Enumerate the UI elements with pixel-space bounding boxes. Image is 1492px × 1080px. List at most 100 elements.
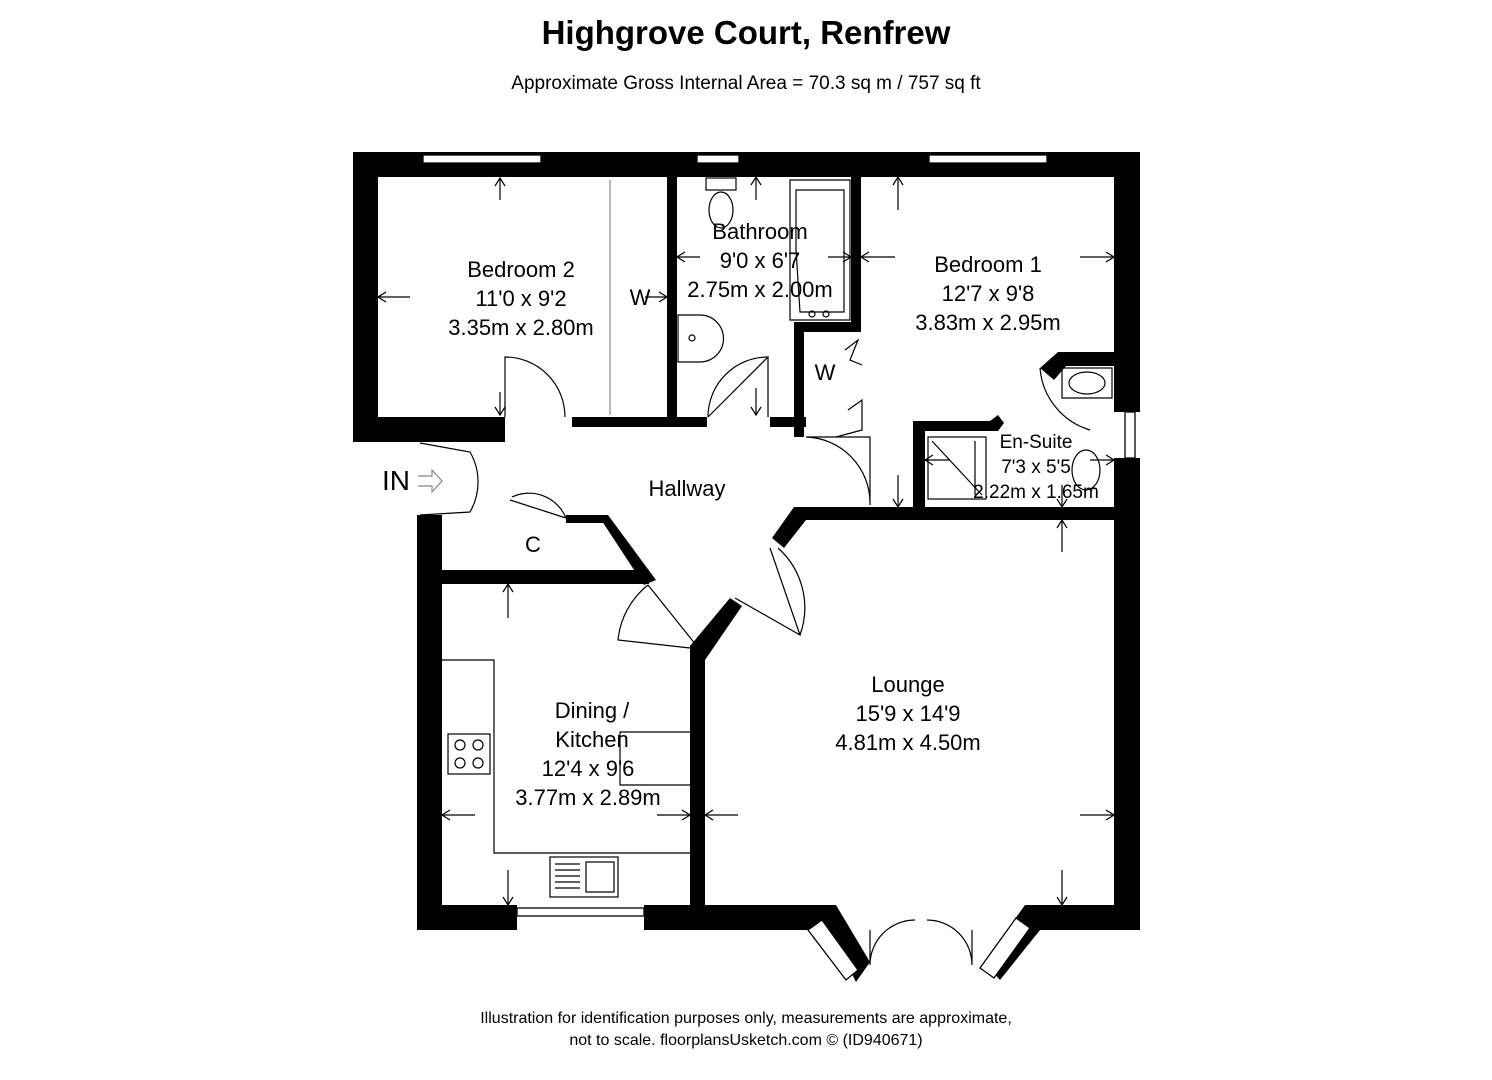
dim-lounge-right: [1080, 809, 1116, 821]
dim-kitchen-right: [657, 809, 692, 821]
window-bay-left: [807, 919, 859, 981]
bathtub: [789, 179, 851, 321]
cupboard-marker: C: [525, 532, 541, 557]
kitchen-drainer: [555, 863, 580, 889]
wall-bottom-mid: [644, 905, 824, 930]
dimension-arrows: [376, 175, 1116, 907]
fixtures: [418, 177, 1113, 898]
wall-bath-tub-bottom: [794, 322, 861, 332]
wall-bed2-bottom-left: [353, 417, 505, 442]
kitchen-name-line1: Dining /: [555, 698, 630, 723]
hob-ring-4: [472, 757, 484, 769]
shower-diagonal: [931, 440, 983, 496]
window-bed2: [422, 154, 542, 164]
gross-area-text: Approximate Gross Internal Area = 70.3 s…: [511, 73, 981, 94]
wall-top-right: [668, 152, 1140, 177]
wardrobe-bed2-marker: W: [630, 285, 651, 310]
wall-bed2-bottom-right: [572, 417, 707, 427]
window-bay-right: [979, 917, 1031, 979]
door-kitchen: [617, 584, 701, 651]
door-bed1: [805, 436, 871, 505]
dim-kitchen-bottom: [502, 870, 514, 907]
wall-kitchen-lounge-diag: [690, 598, 742, 660]
plan-title: Highgrove Court, Renfrew: [541, 14, 951, 51]
wall-cupboard-top: [566, 515, 606, 523]
toilet-bowl: [708, 191, 734, 229]
dim-bath-left: [675, 251, 700, 263]
dim-bed1-bottom: [892, 475, 904, 509]
dim-bath-top: [750, 175, 762, 200]
shower-tray: [927, 436, 987, 500]
disclaimer: Illustration for identification purposes…: [0, 1008, 1492, 1052]
door-bathroom: [707, 355, 769, 418]
ensuite-sink-bowl: [1068, 371, 1106, 395]
dim-bed1-top: [892, 175, 904, 210]
door-french-right: [926, 919, 973, 966]
window-ensuite: [1124, 411, 1136, 459]
window-bath: [696, 154, 740, 164]
dim-lounge-left: [703, 809, 738, 821]
hob-ring-1: [454, 739, 466, 751]
window-kitchen: [516, 907, 645, 917]
kitchen-sink-bowl: [585, 861, 615, 893]
hob-ring-2: [472, 739, 484, 751]
entrance-marker: IN: [382, 465, 410, 496]
bedroom1-metric: 3.83m x 2.95m: [915, 310, 1061, 335]
door-entrance: [419, 442, 479, 516]
dim-bath-bottom: [750, 388, 762, 417]
ensuite-sink: [1061, 367, 1113, 399]
wall-ensuite-right: [1114, 352, 1140, 412]
door-french-left: [869, 919, 916, 966]
dim-kitchen-top: [502, 582, 514, 618]
dim-ensuite-right: [1090, 454, 1116, 466]
dim-bed1-right: [1080, 251, 1116, 263]
door-wardrobe-bed1: [835, 338, 863, 438]
dim-lounge-top: [1056, 518, 1068, 552]
lounge-name: Lounge: [871, 672, 944, 697]
disclaimer-line2: not to scale. floorplansUsketch.com © (I…: [569, 1032, 923, 1049]
wall-lounge-top: [794, 507, 1140, 520]
dim-kitchen-left: [440, 809, 475, 821]
wall-bed2-bath: [667, 177, 677, 427]
wall-left-bed2: [353, 152, 378, 442]
bathroom-imperial: 9'0 x 6'7: [720, 248, 801, 273]
entrance-arrow-icon: [418, 468, 443, 494]
dim-bed2-left: [376, 291, 410, 303]
bath-tap-1: [808, 310, 816, 318]
door-lounge: [734, 547, 806, 637]
room-labels: Bedroom 2 11'0 x 9'2 3.35m x 2.80m W Bat…: [382, 219, 1099, 810]
bathroom-sink-drain: [688, 334, 696, 342]
kitchen-metric: 3.77m x 2.89m: [515, 785, 661, 810]
bathroom-name: Bathroom: [712, 219, 807, 244]
hob: [447, 733, 491, 775]
dim-ensuite-bottom: [1056, 485, 1068, 509]
wall-kitchen-lounge: [690, 646, 705, 930]
kitchen-imperial: 12'4 x 9'6: [542, 756, 635, 781]
bathroom-metric: 2.75m x 2.00m: [687, 277, 833, 302]
wall-right-lounge: [1114, 507, 1140, 927]
wall-wardrobe-left: [794, 322, 804, 437]
wall-right-bed1: [1114, 152, 1140, 352]
wall-bath-bottom: [667, 417, 707, 427]
lounge-metric: 4.81m x 4.50m: [835, 730, 981, 755]
wardrobe-bed1-marker: W: [815, 360, 836, 385]
kitchen-island: [619, 731, 690, 786]
bedroom1-name: Bedroom 1: [934, 252, 1042, 277]
dim-ensuite-left: [923, 454, 950, 466]
kitchen-sink: [549, 856, 619, 898]
wall-left-kitchen: [417, 515, 442, 930]
kitchen-counter: [442, 659, 690, 854]
bathroom-sink: [677, 314, 725, 363]
ensuite-name: En-Suite: [1000, 432, 1073, 453]
wall-lounge-top-diag: [772, 507, 806, 548]
dim-bed2-bottom: [494, 392, 506, 417]
lounge-imperial: 15'9 x 14'9: [855, 701, 960, 726]
toilet-cistern: [705, 177, 737, 191]
wall-bath-bed1: [851, 177, 861, 332]
ensuite-imperial: 7'3 x 5'5: [1001, 457, 1071, 478]
ensuite-metric: 2.22m x 1.65m: [973, 482, 1099, 503]
window-bed1: [928, 154, 1048, 164]
bedroom2-imperial: 11'0 x 9'2: [475, 286, 566, 311]
door-cupboard: [509, 492, 567, 519]
